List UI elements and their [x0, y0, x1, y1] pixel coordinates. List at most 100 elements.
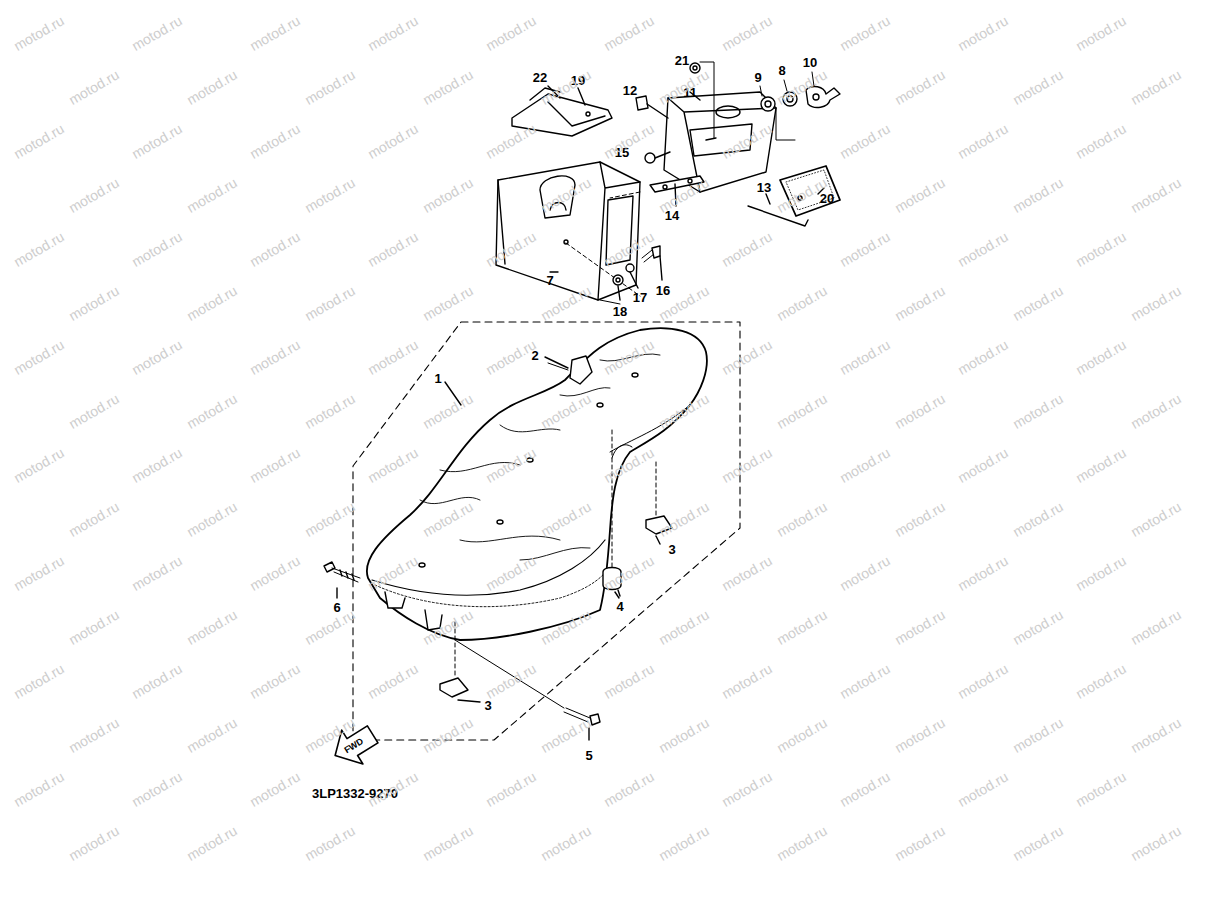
watermark-text: motod.ru: [720, 553, 775, 593]
watermark-text: motod.ru: [720, 769, 775, 809]
watermark-text: motod.ru: [1074, 661, 1129, 701]
watermark-text: motod.ru: [1129, 499, 1184, 539]
watermark-text: motod.ru: [12, 121, 67, 161]
watermark-text: motod.ru: [1129, 175, 1184, 215]
watermark-text: motod.ru: [12, 337, 67, 377]
watermark-text: motod.ru: [838, 661, 893, 701]
watermark-text: motod.ru: [893, 67, 948, 107]
watermark-text: motod.ru: [185, 391, 240, 431]
watermark-text: motod.ru: [775, 823, 830, 863]
watermark-text: motod.ru: [893, 175, 948, 215]
watermark-text: motod.ru: [12, 661, 67, 701]
watermark-text: motod.ru: [248, 769, 303, 809]
watermark-text: motod.ru: [185, 283, 240, 323]
watermark-text: motod.ru: [1074, 445, 1129, 485]
callout-number: 5: [585, 749, 592, 762]
watermark-text: motod.ru: [484, 121, 539, 161]
watermark-text: motod.ru: [838, 337, 893, 377]
watermark-text: motod.ru: [12, 445, 67, 485]
watermark-text: motod.ru: [657, 607, 712, 647]
watermark-text: motod.ru: [421, 391, 476, 431]
watermark-text: motod.ru: [602, 13, 657, 53]
watermark-text: motod.ru: [893, 499, 948, 539]
watermark-text: motod.ru: [1074, 769, 1129, 809]
callout-number: 16: [656, 284, 670, 297]
watermark-text: motod.ru: [248, 553, 303, 593]
watermark-text: motod.ru: [130, 337, 185, 377]
watermark-text: motod.ru: [248, 445, 303, 485]
watermark-text: motod.ru: [130, 445, 185, 485]
watermark-text: motod.ru: [1011, 499, 1066, 539]
watermark-text: motod.ru: [838, 121, 893, 161]
watermark-text: motod.ru: [185, 67, 240, 107]
callout-number: 9: [754, 71, 761, 84]
watermark-text: motod.ru: [893, 715, 948, 755]
callout-number: 20: [820, 192, 834, 205]
watermark-text: motod.ru: [248, 229, 303, 269]
watermark-text: motod.ru: [366, 13, 421, 53]
watermark-text: motod.ru: [956, 229, 1011, 269]
watermark-text: motod.ru: [366, 445, 421, 485]
watermark-text: motod.ru: [539, 715, 594, 755]
watermark-text: motod.ru: [484, 337, 539, 377]
watermark-text: motod.ru: [956, 445, 1011, 485]
watermark-text: motod.ru: [1011, 67, 1066, 107]
watermark-text: motod.ru: [303, 499, 358, 539]
watermark-text: motod.ru: [67, 391, 122, 431]
watermark-text: motod.ru: [421, 715, 476, 755]
watermark-text: motod.ru: [67, 823, 122, 863]
callout-number: 17: [633, 291, 647, 304]
watermark-text: motod.ru: [303, 175, 358, 215]
watermark-text: motod.ru: [1074, 13, 1129, 53]
watermark-text: motod.ru: [130, 553, 185, 593]
watermark-text: motod.ru: [657, 715, 712, 755]
watermark-text: motod.ru: [130, 769, 185, 809]
callout-number: 10: [803, 56, 817, 69]
callout-number: 4: [616, 600, 623, 613]
watermark-text: motod.ru: [720, 13, 775, 53]
callout-number: 7: [546, 274, 553, 287]
watermark-text: motod.ru: [130, 661, 185, 701]
watermark-text: motod.ru: [838, 13, 893, 53]
watermark-text: motod.ru: [602, 769, 657, 809]
watermark-text: motod.ru: [185, 499, 240, 539]
watermark-text: motod.ru: [720, 661, 775, 701]
watermark-text: motod.ru: [130, 229, 185, 269]
watermark-text: motod.ru: [1074, 121, 1129, 161]
callout-number: 6: [333, 601, 340, 614]
watermark-text: motod.ru: [1074, 337, 1129, 377]
watermark-text: motod.ru: [421, 175, 476, 215]
callout-number: 21: [675, 54, 689, 67]
watermark-text: motod.ru: [775, 607, 830, 647]
watermark-text: motod.ru: [421, 67, 476, 107]
watermark-text: motod.ru: [602, 661, 657, 701]
watermark-text: motod.ru: [185, 175, 240, 215]
callout-number: 13: [757, 181, 771, 194]
watermark-text: motod.ru: [366, 121, 421, 161]
watermark-text: motod.ru: [248, 337, 303, 377]
watermark-text: motod.ru: [775, 283, 830, 323]
callout-number: 1: [434, 372, 441, 385]
watermark-text: motod.ru: [67, 175, 122, 215]
watermark-text: motod.ru: [130, 121, 185, 161]
watermark-text: motod.ru: [484, 661, 539, 701]
watermark-text: motod.ru: [1011, 823, 1066, 863]
watermark-text: motod.ru: [303, 607, 358, 647]
watermark-text: motod.ru: [720, 445, 775, 485]
watermark-text: motod.ru: [303, 283, 358, 323]
watermark-text: motod.ru: [248, 121, 303, 161]
watermark-text: motod.ru: [1011, 391, 1066, 431]
watermark-text: motod.ru: [956, 121, 1011, 161]
watermark-text: motod.ru: [1011, 607, 1066, 647]
watermark-text: motod.ru: [1129, 391, 1184, 431]
watermark-text: motod.ru: [185, 823, 240, 863]
watermark-text: motod.ru: [956, 337, 1011, 377]
watermark-text: motod.ru: [366, 661, 421, 701]
watermark-text: motod.ru: [838, 445, 893, 485]
watermark-text: motod.ru: [366, 337, 421, 377]
watermark-text: motod.ru: [657, 823, 712, 863]
watermark-text: motod.ru: [1074, 553, 1129, 593]
watermark-text: motod.ru: [67, 67, 122, 107]
watermark-text: motod.ru: [12, 13, 67, 53]
watermark-text: motod.ru: [484, 769, 539, 809]
